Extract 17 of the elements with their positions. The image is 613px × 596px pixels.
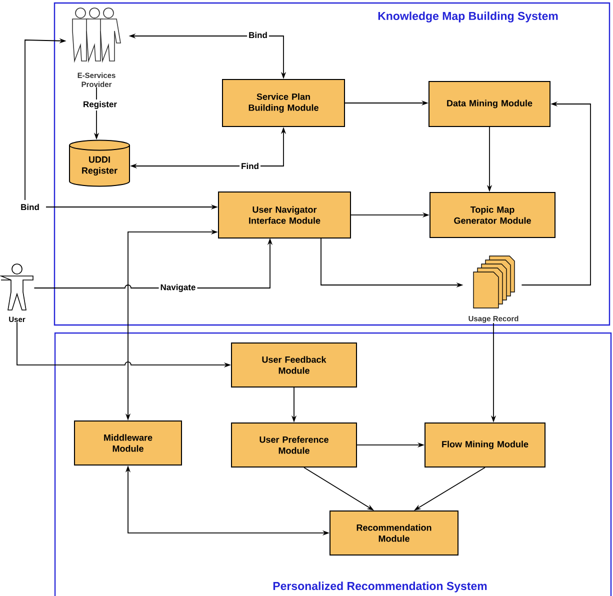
edge-label: Navigate <box>160 284 196 292</box>
module-box: User Navigator Interface Module <box>218 191 351 238</box>
panel-title: Personalized Recommendation System <box>273 582 487 592</box>
module-box: Data Mining Module <box>428 81 550 127</box>
module-box: Middleware Module <box>74 420 182 466</box>
panel-title: Knowledge Map Building System <box>378 12 558 22</box>
edge-label: Register <box>84 101 117 109</box>
module-box: Flow Mining Module <box>424 422 546 468</box>
edge-label: Bind <box>249 32 267 38</box>
edge-label: Find <box>242 162 258 170</box>
module-box: Service Plan Building Module <box>222 78 345 127</box>
module-box: User Feedback Module <box>231 342 357 388</box>
module-box: User Preference Module <box>231 422 357 468</box>
edge-label: Bind <box>21 204 39 210</box>
module-box: Topic Map Generator Module <box>430 192 556 238</box>
database-cylinder: UDDI Register <box>69 140 130 187</box>
module-box: Recommendation Module <box>330 510 458 556</box>
